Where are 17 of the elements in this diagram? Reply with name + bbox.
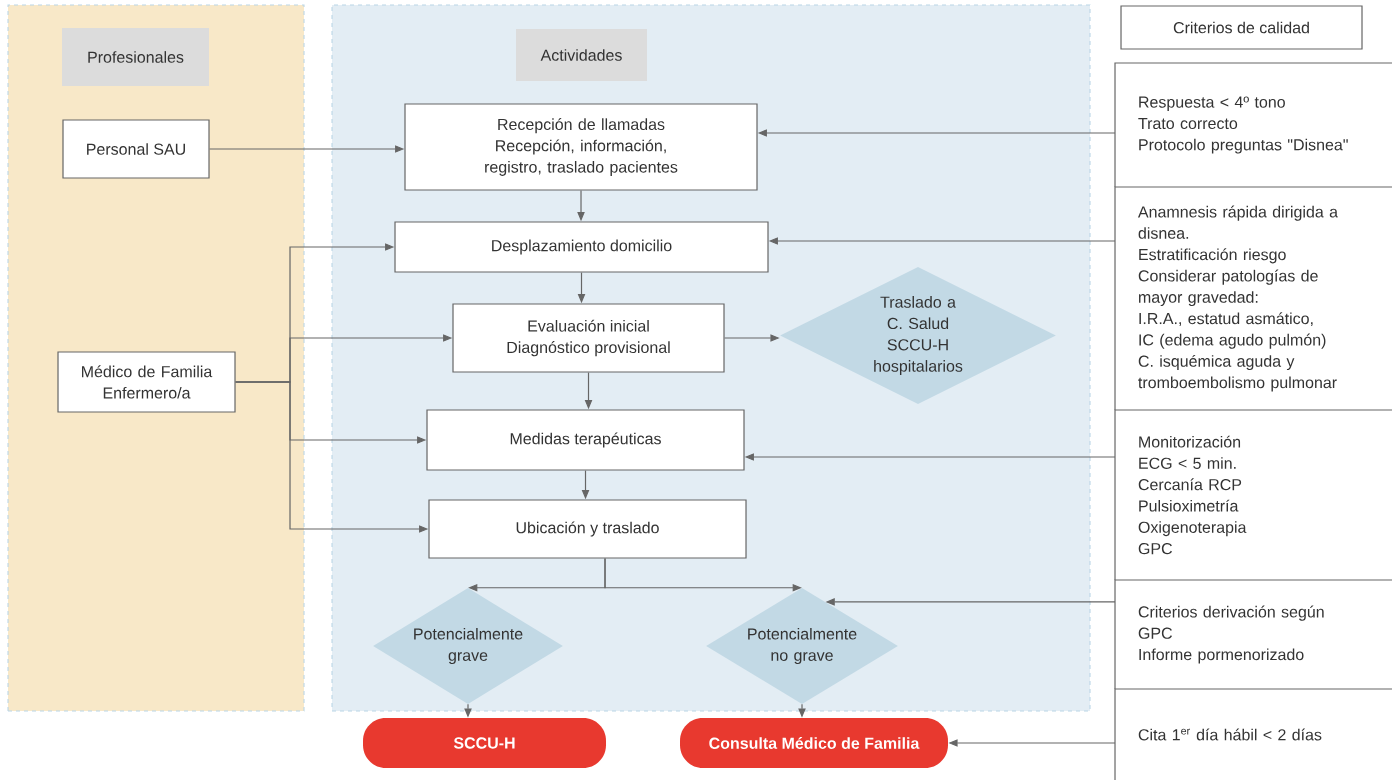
process-box: Criterios de calidad <box>1120 5 1363 50</box>
criteria-cell: Monitorización ECG < 5 min. Cercanía RCP Pulsioximetría Oxigenoterapia GPC <box>1114 409 1392 581</box>
criteria-cell: Cita 1$^{er}$ día hábil < 2 días <box>1114 688 1392 780</box>
process-box: Evaluación inicial Diagnóstico provisional <box>452 303 725 373</box>
criteria-cell: Criterios derivación según GPC Informe pormenorizado <box>1114 579 1392 690</box>
process-box: Personal SAU <box>62 119 210 179</box>
process-box: Desplazamiento domicilio <box>394 221 769 273</box>
process-box: Médico de Familia Enfermero/a <box>57 351 236 413</box>
terminal-box: Consulta Médico de Familia <box>680 718 948 768</box>
process-box: Recepción de llamadas Recepción, información, registro, traslado pacientes <box>404 103 758 191</box>
lane-header: Actividades <box>516 29 647 81</box>
terminal-box: SCCU-H <box>363 718 606 768</box>
lane-header: Profesionales <box>62 28 209 86</box>
criteria-cell: Respuesta < 4º tono Trato correcto Protocolo preguntas "Disnea" <box>1114 62 1392 188</box>
process-box: Medidas terapéuticas <box>426 409 745 471</box>
criteria-cell: Anamnesis rápida dirigida a disnea. Estratificación riesgo Considerar patologías de mayor gravedad: I.R.A., estatud asmático, IC (edema agudo pulmón) C. isquémica aguda y tromboembolismo pulmonar <box>1114 186 1392 411</box>
process-box: Ubicación y traslado <box>428 499 747 559</box>
